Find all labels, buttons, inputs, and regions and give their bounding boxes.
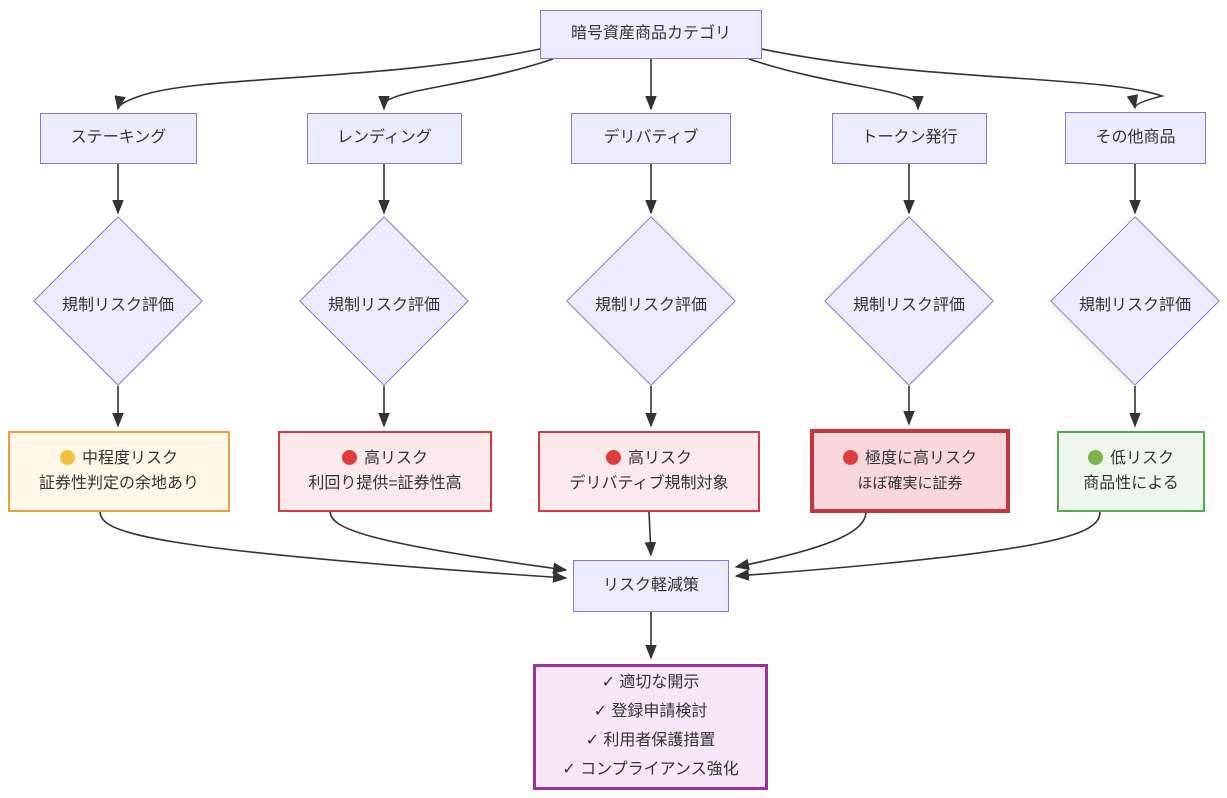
assessment-extreme-risk: 極度に高リスク ほぼ確実に証券 — [810, 429, 1010, 513]
action-item-compliance: ✓ コンプライアンス強化 — [562, 760, 739, 778]
assessment-detail: 利回り提供=証券性高 — [308, 474, 462, 492]
decision-label-derivatives: 規制リスク評価 — [594, 297, 707, 314]
assessment-detail: ほぼ確実に証券 — [857, 474, 963, 492]
assessment-detail: 商品性による — [1083, 474, 1179, 492]
decision-label-other: 規制リスク評価 — [1078, 297, 1191, 314]
node-lending: レンディング — [307, 113, 462, 164]
yellow-circle-icon — [59, 449, 75, 465]
node-other-products: その他商品 — [1065, 112, 1206, 164]
assessment-low-risk: 低リスク 商品性による — [1057, 431, 1205, 512]
red-circle-icon — [341, 449, 357, 465]
edge-high2-mitigation — [644, 511, 657, 557]
green-circle-icon — [1087, 449, 1103, 465]
action-item-user-protection: ✓ 利用者保護措置 — [585, 732, 716, 749]
edge-medium-mitigation — [99, 511, 568, 583]
action-item-disclosure: ✓ 適切な開示 — [601, 674, 700, 692]
assessment-level: 中程度リスク — [59, 447, 178, 472]
red-circle-icon — [605, 449, 621, 465]
assessment-level: 高リスク — [341, 447, 428, 472]
node-category-root: 暗号資産商品カテゴリ — [540, 10, 762, 59]
node-token-issuance: トークン発行 — [832, 113, 987, 164]
decision-label-lending: 規制リスク評価 — [327, 297, 440, 314]
assessment-high-risk-derivatives: 高リスク デリバティブ規制対象 — [538, 431, 760, 512]
assessment-detail: デリバティブ規制対象 — [569, 474, 729, 492]
assessment-level: 極度に高リスク — [842, 447, 977, 472]
decision-label-staking: 規制リスク評価 — [61, 297, 174, 314]
edge-extreme-mitigation — [734, 512, 867, 571]
red-circle-icon — [842, 449, 858, 465]
decision-label-token: 規制リスク評価 — [852, 297, 965, 314]
edge-root-token — [748, 58, 924, 111]
edge-root-other — [761, 48, 1165, 110]
node-mitigation-actions: ✓ 適切な開示 ✓ 登録申請検討 ✓ 利用者保護措置 ✓ コンプライアンス強化 — [533, 664, 768, 790]
assessment-level: 高リスク — [605, 447, 692, 472]
assessment-medium-risk: 中程度リスク 証券性判定の余地あり — [8, 431, 230, 512]
assessment-level: 低リスク — [1087, 447, 1174, 472]
edge-root-lending — [378, 58, 554, 111]
node-risk-mitigation: リスク軽減策 — [573, 560, 729, 612]
assessment-high-risk-lending: 高リスク 利回り提供=証券性高 — [278, 431, 492, 512]
edge-low-mitigation — [734, 511, 1101, 581]
edge-high1-mitigation — [329, 511, 568, 574]
node-derivatives: デリバティブ — [571, 113, 731, 164]
edge-root-staking — [114, 48, 541, 111]
node-staking: ステーキング — [40, 113, 197, 164]
action-item-registration: ✓ 登録申請検討 — [593, 703, 708, 721]
assessment-detail: 証券性判定の余地あり — [38, 474, 199, 492]
